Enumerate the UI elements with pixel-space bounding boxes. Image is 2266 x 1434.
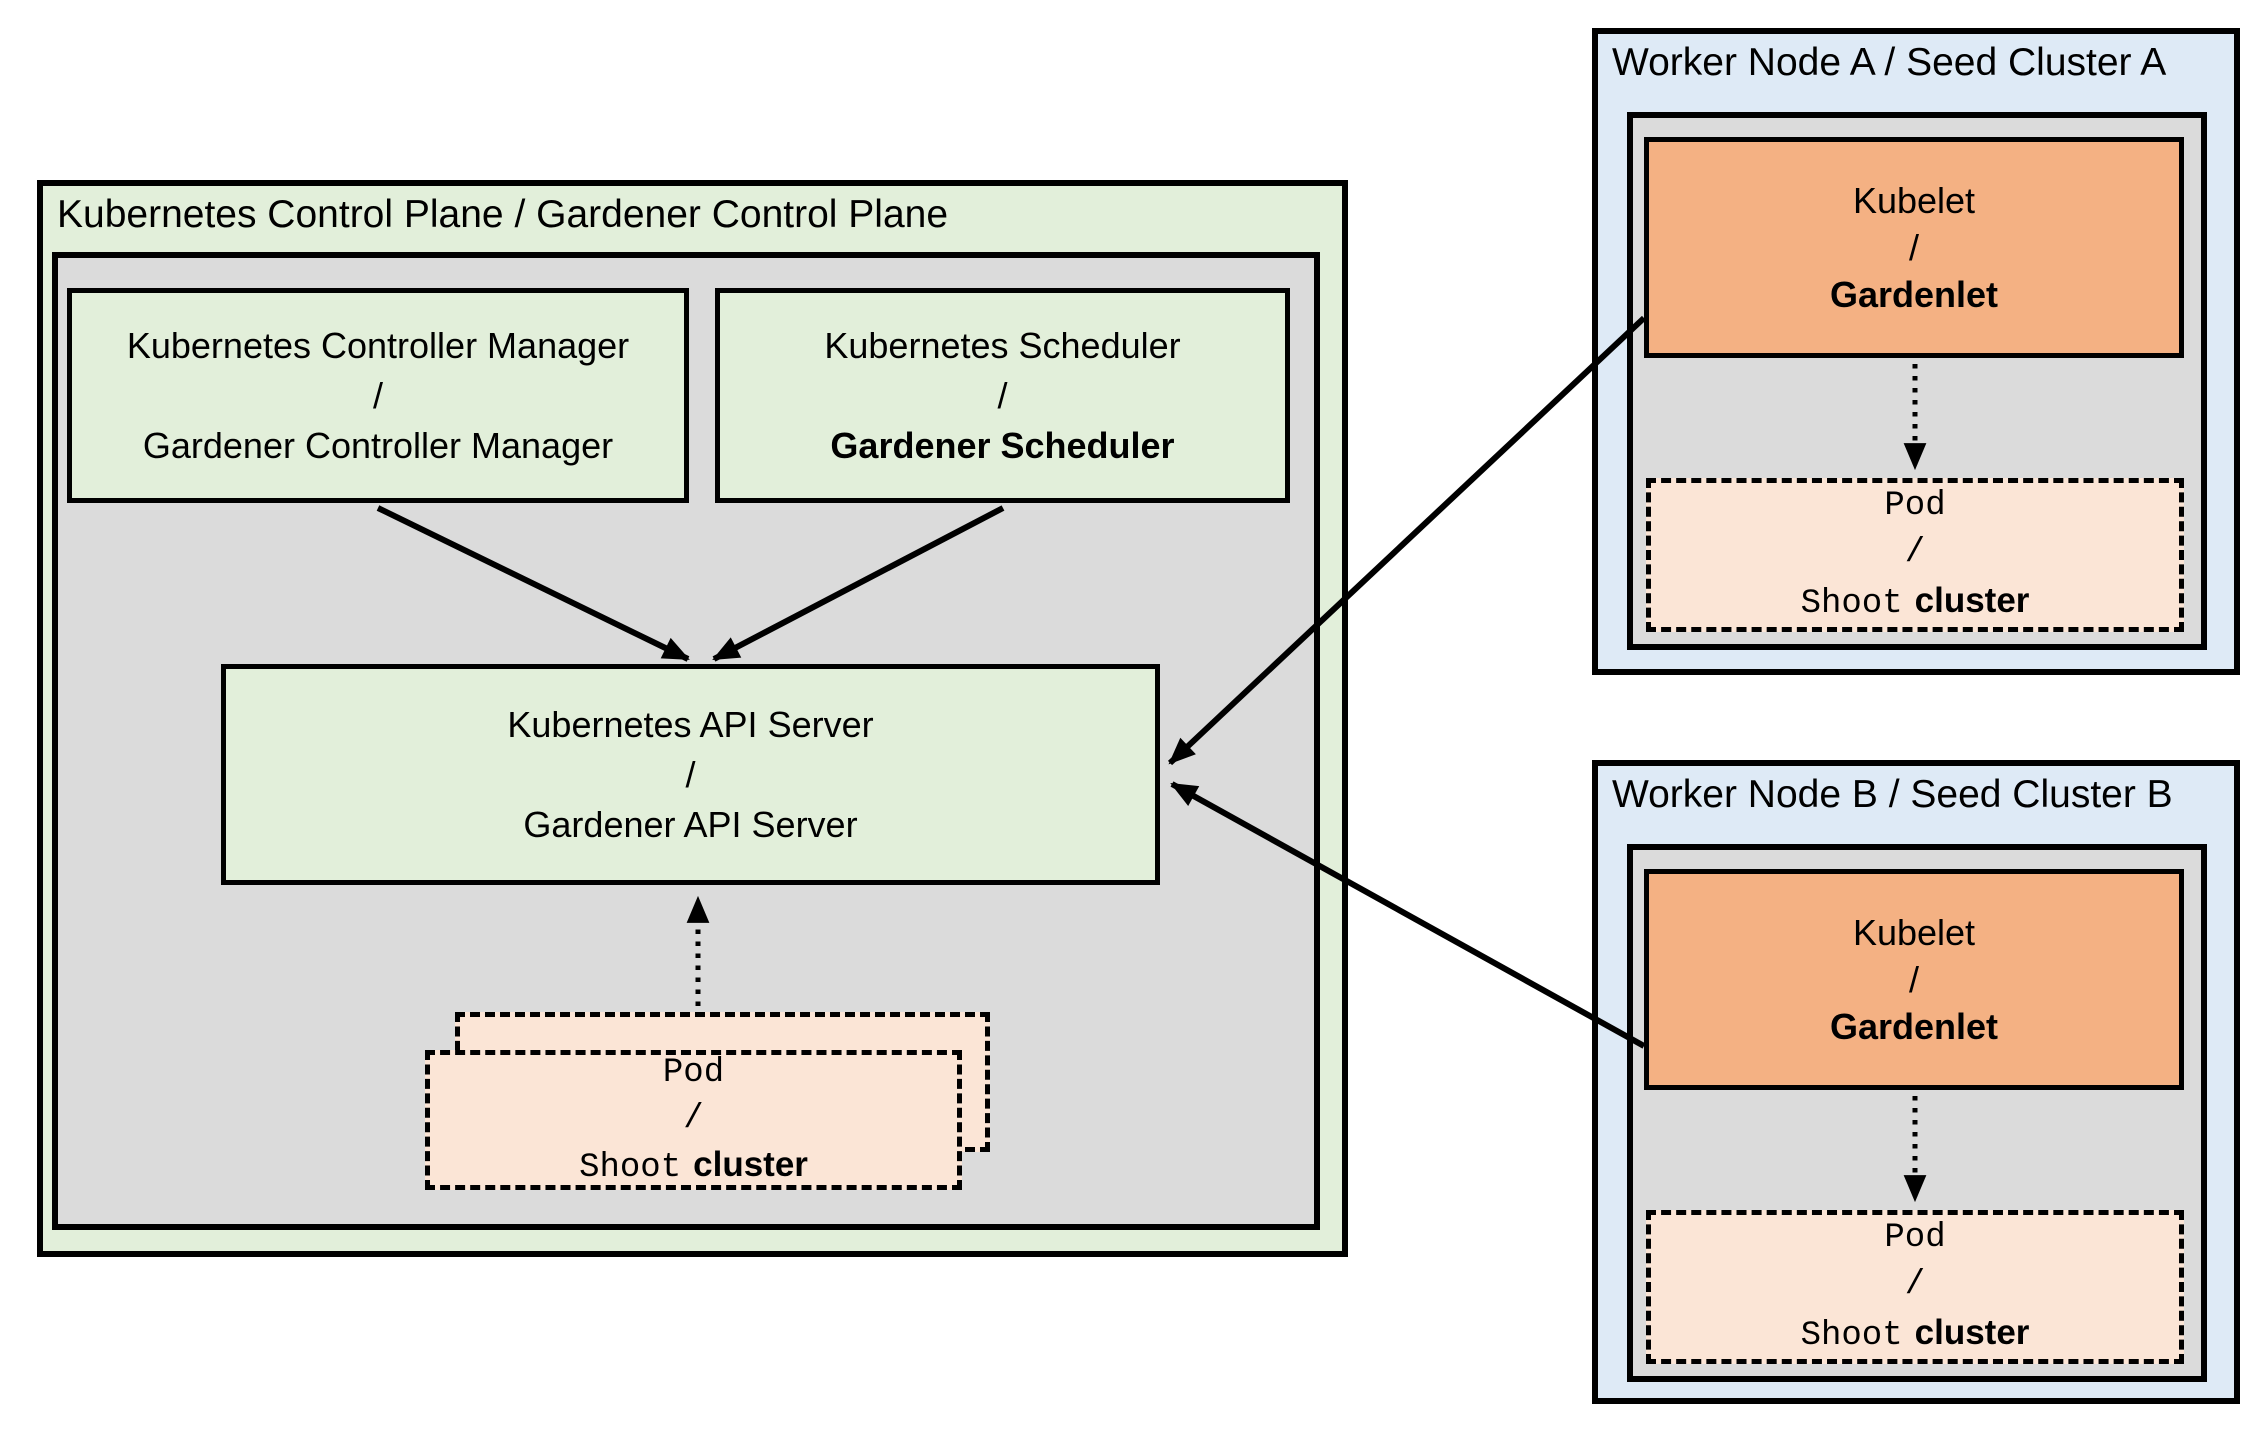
worker-node-a-title: Worker Node A / Seed Cluster A xyxy=(1612,41,2167,84)
pod-a-line2: Shoot cluster xyxy=(1801,577,2030,628)
pod-b-line2: Shoot cluster xyxy=(1801,1309,2030,1360)
scheduler-line1: Kubernetes Scheduler xyxy=(824,324,1181,366)
kubelet-a-line2: Gardenlet xyxy=(1829,274,1999,315)
kubelet-b-line2: Gardenlet xyxy=(1829,1006,1999,1047)
scheduler-line2: Gardener Scheduler xyxy=(830,424,1175,466)
kubelet-b-line1: Kubelet xyxy=(1852,912,1976,953)
api-server-box: Kubernetes API Server / Gardener API Ser… xyxy=(221,664,1160,885)
worker-node-b-title: Worker Node B / Seed Cluster B xyxy=(1612,773,2173,816)
controller-manager-line1: Kubernetes Controller Manager xyxy=(126,324,630,366)
pod-b-line1: Pod xyxy=(1884,1218,1946,1257)
pod-line2-cluster: cluster xyxy=(693,1144,808,1184)
pod-b-line2-cluster: cluster xyxy=(1914,1312,2030,1352)
api-server-line1: Kubernetes API Server xyxy=(507,703,874,745)
pod-shoot-box-a: Pod / Shoot cluster xyxy=(1646,478,2184,632)
pod-b-separator: / xyxy=(1904,1265,1926,1304)
scheduler-box: Kubernetes Scheduler / Gardener Schedule… xyxy=(715,288,1290,503)
pod-line2-shoot: Shoot xyxy=(579,1148,682,1187)
kubelet-box-b: Kubelet / Gardenlet xyxy=(1644,869,2184,1090)
controller-manager-line2: Gardener Controller Manager xyxy=(142,424,614,466)
control-plane-panel: Kubernetes Control Plane / Gardener Cont… xyxy=(37,180,1348,1257)
pod-a-line2-cluster: cluster xyxy=(1914,580,2030,620)
api-server-line2: Gardener API Server xyxy=(523,803,858,845)
control-plane-title: Kubernetes Control Plane / Gardener Cont… xyxy=(57,193,949,236)
scheduler-separator: / xyxy=(997,374,1008,416)
worker-node-a-inner-area: Kubelet / Gardenlet Pod / Shoot cluster xyxy=(1627,112,2207,650)
kubelet-b-separator: / xyxy=(1908,959,1919,1000)
pod-a-line2-shoot: Shoot xyxy=(1800,584,1903,623)
pod-a-line1: Pod xyxy=(1884,486,1946,525)
kubelet-a-separator: / xyxy=(1908,227,1919,268)
api-server-separator: / xyxy=(685,753,696,795)
control-plane-inner-area: Kubernetes Controller Manager / Gardener… xyxy=(52,252,1320,1230)
kubelet-a-line1: Kubelet xyxy=(1852,180,1976,221)
controller-manager-separator: / xyxy=(372,374,383,416)
controller-manager-box: Kubernetes Controller Manager / Gardener… xyxy=(67,288,689,503)
pod-shoot-box-b: Pod / Shoot cluster xyxy=(1646,1210,2184,1364)
pod-line1: Pod xyxy=(662,1053,725,1092)
pod-shoot-box-front: Pod / Shoot cluster xyxy=(425,1050,962,1190)
worker-node-b-panel: Worker Node B / Seed Cluster B Kubelet /… xyxy=(1592,760,2240,1404)
pod-separator: / xyxy=(683,1099,704,1138)
pod-a-separator: / xyxy=(1904,533,1926,572)
pod-line2: Shoot cluster xyxy=(579,1142,808,1191)
pod-b-line2-shoot: Shoot xyxy=(1800,1316,1903,1355)
worker-node-b-inner-area: Kubelet / Gardenlet Pod / Shoot cluster xyxy=(1627,844,2207,1382)
kubelet-box-a: Kubelet / Gardenlet xyxy=(1644,137,2184,358)
worker-node-a-panel: Worker Node A / Seed Cluster A Kubelet /… xyxy=(1592,28,2240,675)
